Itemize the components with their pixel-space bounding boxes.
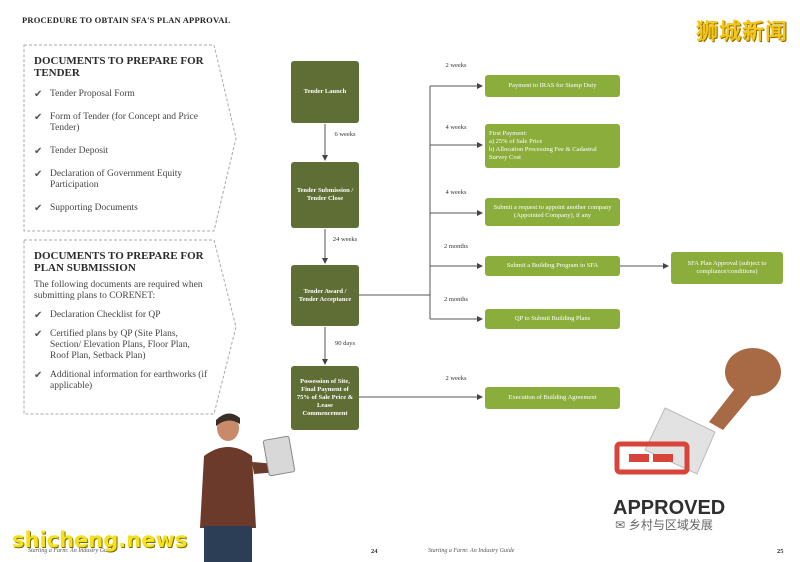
check-icon: ✔ [34, 169, 43, 180]
checklist-item: ✔Certified plans by QP (Site Plans, Sect… [34, 329, 190, 361]
watermark-left: shicheng.news [12, 528, 188, 552]
check-icon: ✔ [34, 370, 43, 381]
interval-label: 90 days [334, 340, 356, 347]
step-tender-award: Tender Award / Tender Acceptance [291, 265, 359, 326]
check-icon: ✔ [34, 329, 43, 340]
check-icon: ✔ [34, 310, 43, 321]
step-site-possession: Possession of Site, Final Payment of 75%… [291, 366, 359, 430]
approved-stamp-illustration [614, 348, 781, 475]
person-illustration [200, 413, 296, 562]
footer-caption-left: Starting a Farm: An Industry Guide [28, 548, 115, 554]
site-logo: 狮城新闻 [695, 20, 788, 45]
interval-label: 24 weeks [332, 236, 358, 243]
interval-label: 2 weeks [445, 62, 467, 69]
plan-panel-heading: DOCUMENTS TO PREPARE FOR PLAN SUBMISSION [34, 250, 204, 274]
checklist-item: ✔Additional information for earthworks (… [34, 370, 208, 391]
checklist-item: ✔Declaration Checklist for QP [34, 310, 161, 321]
page-title: PROCEDURE TO OBTAIN SFA'S PLAN APPROVAL [22, 15, 231, 25]
interval-label: 2 months [443, 243, 469, 250]
action-building-program: Submit a Building Program to SFA [485, 256, 620, 276]
action-building-agreement: Execution of Building Agreement [485, 387, 620, 409]
chat-icon: ✉ [615, 518, 629, 532]
checklist-item: ✔Declaration of Government Equity Partic… [34, 169, 183, 190]
action-first-payment: First Payment: a) 25% of Sale Price b) A… [485, 124, 620, 168]
interval-label: 2 weeks [445, 375, 467, 382]
interval-label: 2 months [443, 296, 469, 303]
watermark-right: ✉ 乡村与区域发展 [615, 518, 713, 532]
interval-label: 6 weeks [334, 131, 356, 138]
check-icon: ✔ [34, 203, 43, 214]
panel-outline [23, 44, 237, 232]
interval-label: 4 weeks [445, 124, 467, 131]
check-icon: ✔ [34, 112, 43, 123]
tender-documents-panel: DOCUMENTS TO PREPARE FOR TENDER ✔Tender … [22, 43, 240, 233]
plan-panel-intro: The following documents are required whe… [34, 280, 203, 301]
step-tender-close: Tender Submission / Tender Close [291, 162, 359, 228]
checklist-item: ✔Form of Tender (for Concept and Price T… [34, 112, 198, 133]
action-stamp-duty: Payment to IRAS for Stamp Duty [485, 75, 620, 97]
action-appoint-company: Submit a request to appoint another comp… [485, 198, 620, 226]
tender-checklist: ✔Tender Proposal Form ✔Form of Tender (f… [34, 89, 210, 214]
check-icon: ✔ [34, 89, 43, 100]
plan-submission-panel: DOCUMENTS TO PREPARE FOR PLAN SUBMISSION… [22, 238, 240, 416]
step-tender-launch: Tender Launch [291, 61, 359, 123]
footer-caption-right: Starting a Farm: An Industry Guide [428, 548, 515, 554]
checklist-item: ✔Tender Deposit [34, 146, 109, 157]
plan-checklist: ✔Declaration Checklist for QP ✔Certified… [34, 310, 210, 392]
checklist-item: ✔Supporting Documents [34, 203, 138, 214]
check-icon: ✔ [34, 146, 43, 157]
stamp-label: APPROVED [613, 497, 726, 519]
action-plan-approval: SFA Plan Approval (subject to compliance… [671, 252, 783, 284]
page-number-right: 25 [777, 548, 784, 555]
action-submit-plans: QP to Submit Building Plans [485, 309, 620, 329]
tender-panel-heading: DOCUMENTS TO PREPARE FOR TENDER [34, 55, 204, 79]
page-number-left: 24 [371, 548, 378, 555]
checklist-item: ✔Tender Proposal Form [34, 89, 135, 100]
interval-label: 4 weeks [445, 189, 467, 196]
